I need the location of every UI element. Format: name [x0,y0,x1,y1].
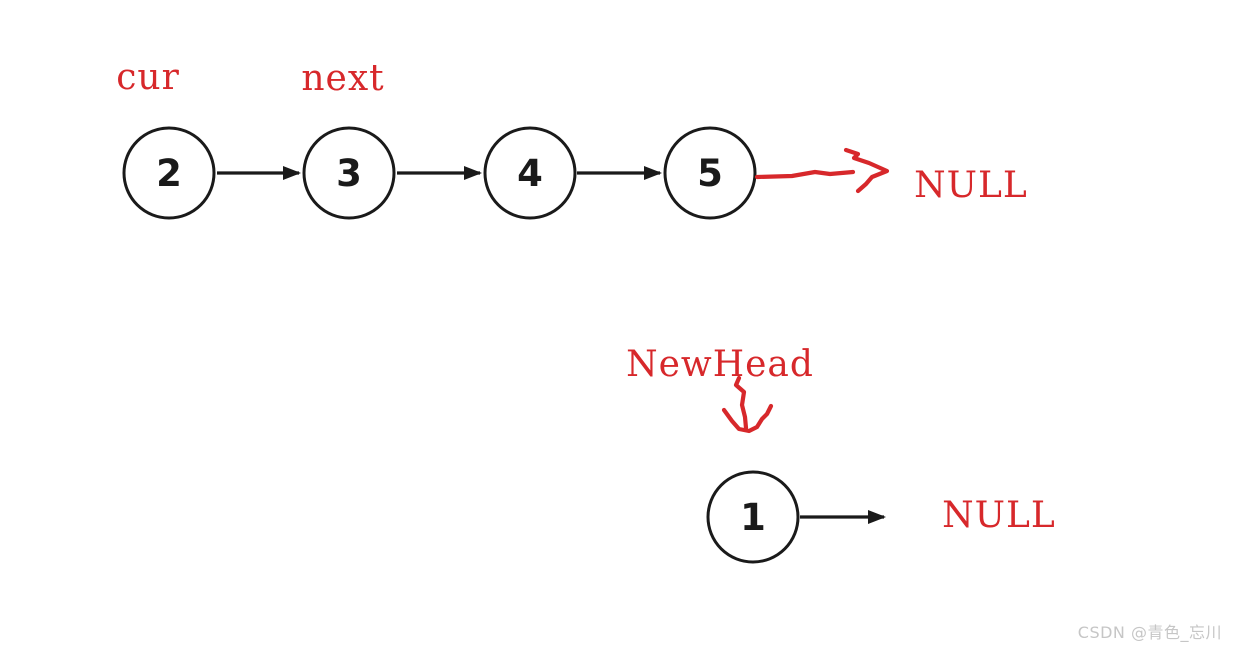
node-1-value: 1 [740,496,766,539]
null-label-top: NULL [914,165,1028,206]
node-5-circle [663,126,757,220]
red-arrow-5-to-null-head [843,147,890,194]
node-5-value: 5 [697,152,723,195]
node-1-circle [706,470,800,564]
node-2-circle [122,126,216,220]
csdn-watermark: CSDN @青色_忘川 [1078,623,1222,643]
red-arrow-5-to-null [754,147,890,194]
null-label-bottom: NULL [942,495,1056,536]
node-4-value: 4 [517,152,543,195]
cur-pointer-label: cur [116,57,180,98]
next-pointer-label: next [301,58,384,99]
red-arrow-newhead-down-tail [733,375,749,431]
node-4-circle [483,126,577,220]
node-3-circle [302,126,396,220]
newhead-label: NewHead [626,344,814,385]
node-2-value: 2 [156,152,182,195]
node-3-value: 3 [336,152,362,195]
red-arrow-newhead-down [721,375,774,434]
red-arrow-5-to-null-tail [754,169,856,180]
red-arrow-newhead-down-head [721,403,774,434]
